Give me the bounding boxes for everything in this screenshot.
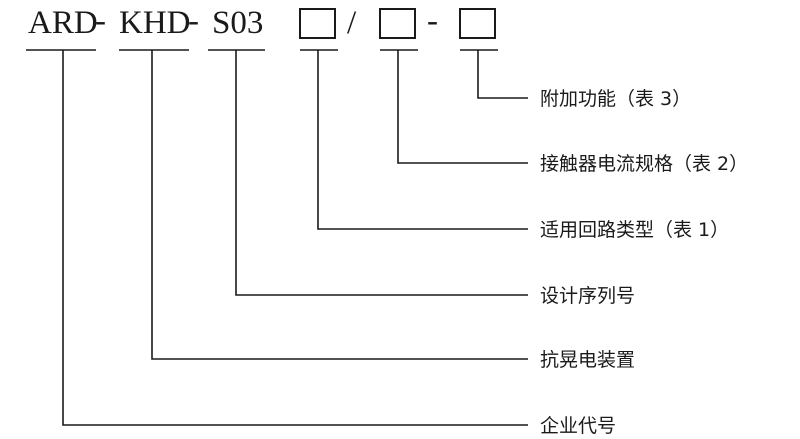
leader-company-code xyxy=(62,50,528,426)
placeholder-box-current-rating xyxy=(379,8,416,39)
leader-anti-sway xyxy=(151,50,528,360)
label-anti-sway-device: 抗晃电装置 xyxy=(540,349,635,371)
leader-design-serial xyxy=(235,50,528,296)
code-dash-1: - xyxy=(95,3,106,39)
code-dash-3: - xyxy=(427,3,438,39)
label-design-serial: 设计序列号 xyxy=(540,285,635,307)
placeholder-box-extra-function xyxy=(459,8,496,39)
leader-circuit-type xyxy=(317,50,528,230)
code-slash: / xyxy=(347,5,357,41)
label-extra-function: 附加功能（表 3） xyxy=(540,88,691,110)
label-company-code: 企业代号 xyxy=(540,415,616,437)
placeholder-box-circuit-type xyxy=(299,8,336,39)
label-circuit-type: 适用回路类型（表 1） xyxy=(540,219,729,241)
leader-extra-function xyxy=(477,50,528,99)
code-khd: KHD xyxy=(119,5,191,41)
label-current-rating: 接触器电流规格（表 2） xyxy=(540,153,748,175)
code-ard: ARD xyxy=(28,5,98,41)
leader-current-rating xyxy=(397,50,528,164)
code-s03: S03 xyxy=(212,5,263,41)
code-dash-2: - xyxy=(188,3,199,39)
